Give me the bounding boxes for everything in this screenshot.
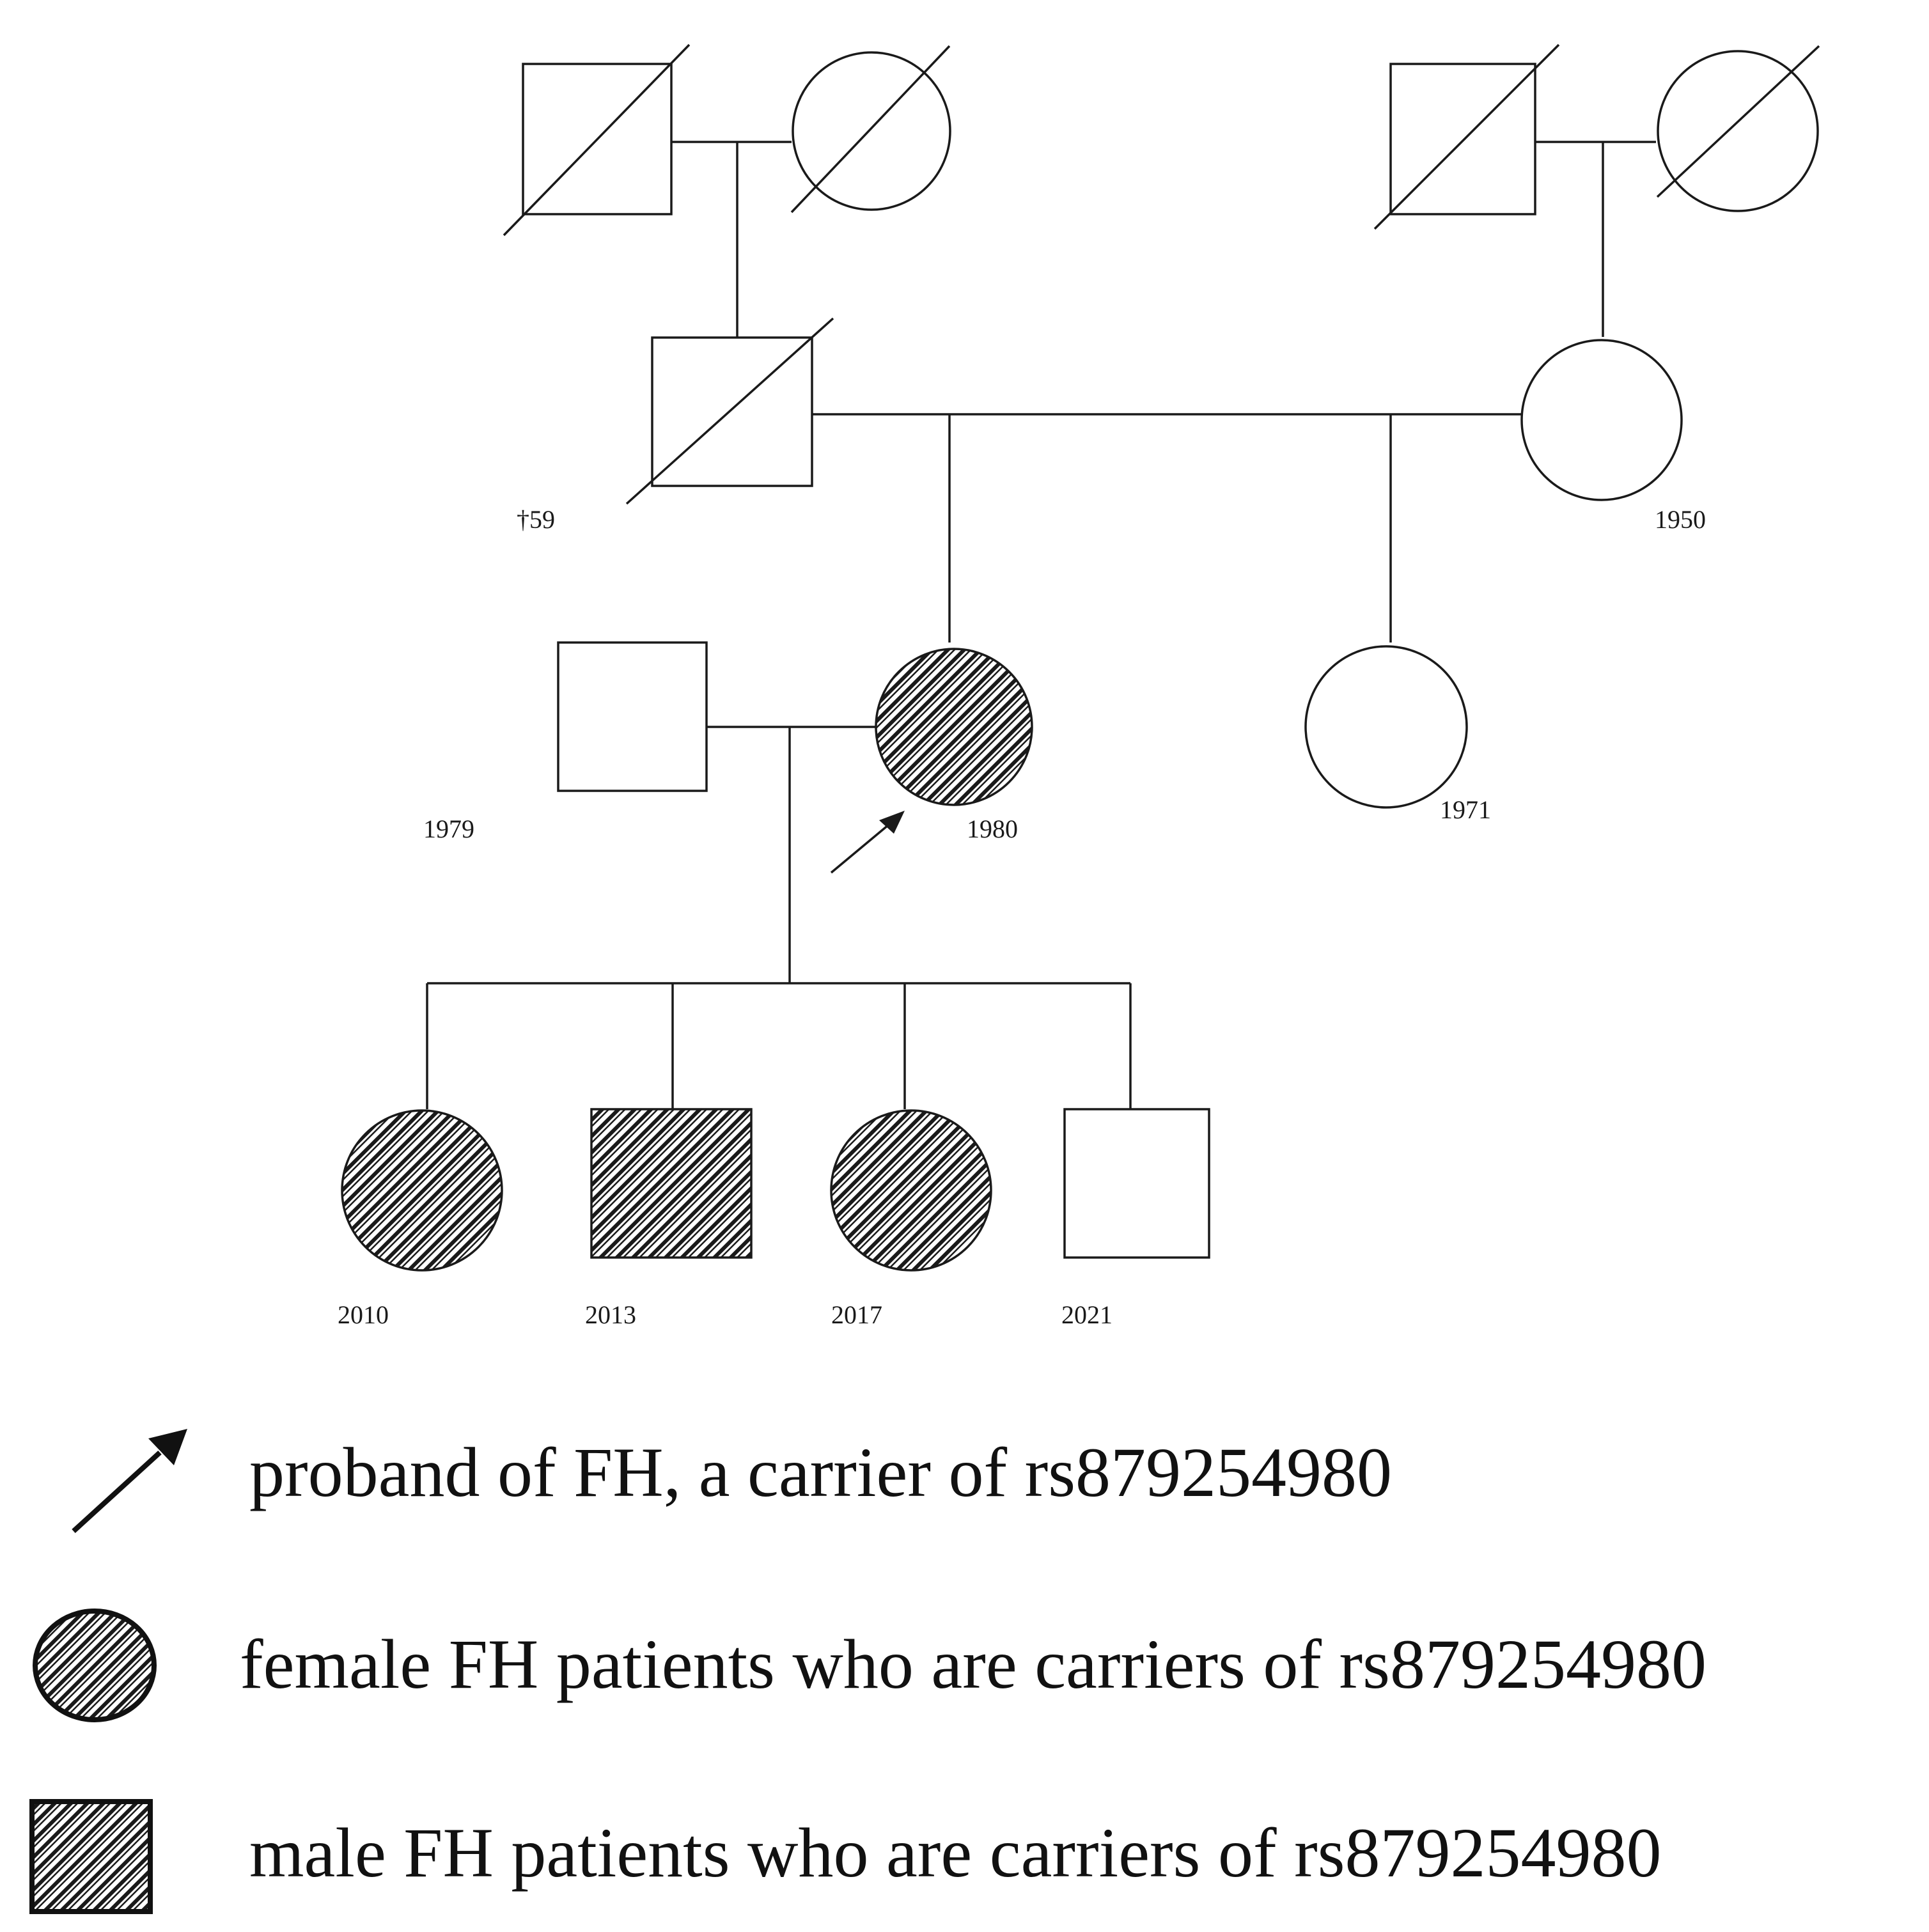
legend-female-carrier-label: female FH patients who are carriers of r… xyxy=(240,1625,1706,1703)
sister xyxy=(1304,645,1468,809)
father xyxy=(625,317,834,505)
child-2-birth-label: 2013 xyxy=(585,1300,636,1329)
child-1-birth-label: 2010 xyxy=(338,1300,389,1329)
legend-female-carrier-icon xyxy=(33,1609,157,1722)
father-death-label: †59 xyxy=(517,505,555,534)
deceased-slash xyxy=(625,317,834,505)
child-1 xyxy=(341,1109,503,1272)
proband xyxy=(875,648,1033,806)
deceased-slash xyxy=(503,43,691,237)
mother xyxy=(1520,339,1683,501)
paternal-grandfather xyxy=(503,43,691,237)
proband-arrow xyxy=(830,811,905,874)
maternal-grandmother xyxy=(1656,45,1820,212)
child-3-birth-label: 2017 xyxy=(831,1300,882,1329)
husband-birth-label: 1979 xyxy=(423,814,474,843)
paternal-grandmother xyxy=(790,45,951,214)
child-4 xyxy=(1063,1108,1210,1259)
legend: proband of FH, a carrier of rs879254980 … xyxy=(29,1429,1706,1914)
mother-birth-label: 1950 xyxy=(1655,505,1706,534)
deceased-slash xyxy=(790,45,951,214)
child-2 xyxy=(590,1108,753,1259)
proband-birth-label: 1980 xyxy=(967,814,1018,843)
sister-birth-label: 1971 xyxy=(1440,795,1491,824)
legend-proband-label: proband of FH, a carrier of rs879254980 xyxy=(249,1433,1392,1511)
deceased-slash xyxy=(1656,45,1820,198)
child-3 xyxy=(830,1109,992,1272)
legend-male-carrier-label: male FH patients who are carriers of rs8… xyxy=(249,1814,1662,1892)
child-4-birth-label: 2021 xyxy=(1061,1300,1113,1329)
legend-proband-arrow-icon xyxy=(72,1429,187,1533)
deceased-slash xyxy=(1373,43,1560,230)
maternal-grandfather xyxy=(1373,43,1560,230)
legend-male-carrier-icon xyxy=(29,1799,153,1914)
husband xyxy=(557,641,708,792)
